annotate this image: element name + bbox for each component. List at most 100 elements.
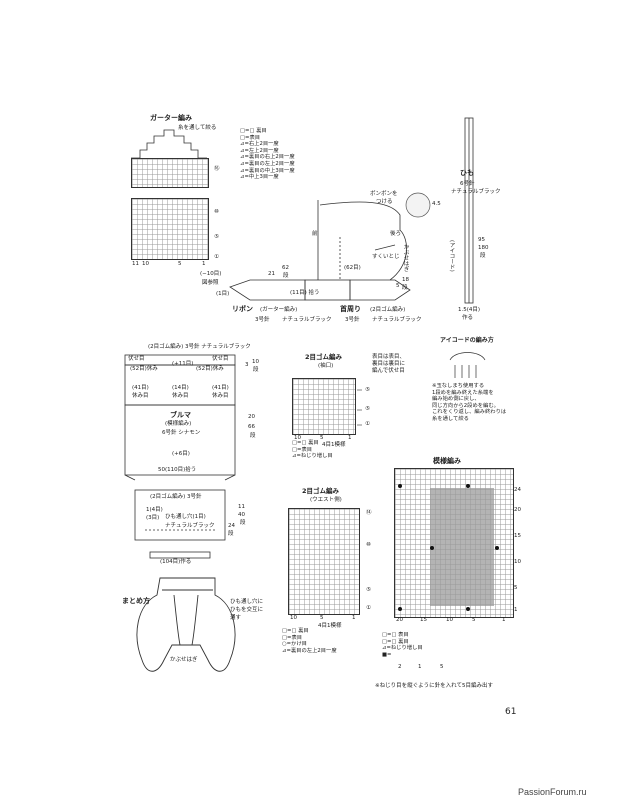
rib-waist-row: ⑤ [366,587,371,593]
finished-bloomer-drawing [136,577,236,672]
himo-yarn: ナチュラルブラック [451,189,501,195]
pattern-dot [466,607,470,611]
matome-note: ひもを交互に [230,607,264,613]
rib-waist-col: 5 [320,615,324,621]
garter-title: ガーター編み [150,114,192,122]
legend-item: ○=かけ目 [282,641,307,648]
waist-label: ナチュラルブラック [165,523,215,529]
waist-dim: 40 [238,512,245,518]
bloomer-label: (+6目) [172,451,190,457]
legend-item: □=□ 裏目 [282,628,309,634]
pattern-dot [466,484,470,488]
rib-sleeve-repeat: 4目1模様 [322,442,346,448]
rib-sleeve-col: 1 [348,435,352,441]
pattern-col: 15 [420,617,427,623]
pattern-note: ※ねじり目を縦ぐように針を入れて5目編み出す [375,683,493,689]
ribbon-label: ボンボンを [370,191,398,197]
waist-dim: 段 [228,531,234,537]
rib-waist-title: 2目ゴム編み [302,487,340,495]
bloomer-subtitle: (模様編み) [165,421,192,427]
neck-label: (2目ゴム編み) [370,307,406,313]
rib-sleeve-row: ⑤ [365,406,370,412]
ribbon-label: 5 [396,283,400,289]
pattern-row: 5 [514,585,518,591]
himo-length-unit: 段 [480,253,486,259]
bloomer-top-label: (2目ゴム編み) 3号針 ナチュラルブラック [148,344,251,350]
bloomer-label: (52目)休み [130,366,158,372]
legend-item: □=□ 表目 [382,632,409,638]
rib-sleeve-note: 裏目は裏目に [372,361,406,367]
rib-sleeve-title: 2目ゴム編み [305,353,343,361]
ribbon-label: (62目) [344,265,361,271]
rib-sleeve-row: ① [365,421,370,427]
waist-label: (2目ゴム編み) 3号針 [150,494,202,500]
legend-item: ■= [382,651,392,658]
waist-label: (3目) [146,515,160,521]
legend-item: ⊿=左上2目一度 [240,147,279,154]
neck-label: ナチュラルブラック [372,317,422,323]
ribbon-label: 62 [282,265,289,271]
rib-waist-sub: (ウエスト側) [310,497,342,503]
ribbon-label: 後ろ [390,231,402,237]
icord-title: アイコードの編み方 [440,337,494,344]
pattern-col: 20 [396,617,403,623]
garter-chart-top [131,129,207,159]
himo-icord-label: (アイコード) [448,240,455,272]
rib-waist-row: ① [366,605,371,611]
garter-note-top: 糸を通して絞る [178,125,217,131]
icord-note: 糸を通して絞る [432,416,469,423]
rib-waist-chart [288,508,360,615]
ribbon-label: (11目) 拾う [290,290,320,296]
bloomer-label: (+11目) [172,361,194,367]
page-number: 61 [505,707,517,717]
ribbon-shape [229,200,411,301]
waist-dim: 11 [238,504,245,510]
garter-chart-lower [131,198,209,260]
matome-note: かぶせはぎ [170,657,198,663]
rib-sleeve-chart [292,378,356,435]
himo-length-rows: 180 [478,245,489,251]
pattern-small-label: 1 [418,664,422,670]
icord-note: ※玉なしまち使用する [432,383,485,389]
bloomer-label: 50(110目)拾う [158,467,197,473]
legend-item: □=表目 [240,134,261,141]
himo-title: ひも [460,169,474,177]
rib-sleeve-col: 5 [320,435,324,441]
ribbon-label: (−10目) [200,271,222,277]
legend-item: ⊿=裏目の左上2目一度 [282,647,337,654]
pompom [405,192,431,218]
bloomer-dim: 10 [252,359,259,365]
pattern-dot [495,546,499,550]
pattern-shaded-area [430,488,494,606]
garter-row-label: ⑩ [214,209,219,215]
legend-item: □=表目 [282,634,303,641]
ribbon-label: 4.5 [432,201,441,207]
ribbon-label: かぶせはぎ [402,244,409,272]
himo-length: 95 [478,237,485,243]
legend-item: ⊿=ねじり増し目 [292,453,333,460]
icord-strip [464,117,474,304]
bloomer-label: 伏せ目 [212,356,229,362]
bloomer-dim: 66 [248,424,255,430]
waist-label: ひも通し穴(1目) [165,514,206,520]
himo-bottom2: 作る [462,315,474,321]
ribbon-label: 図参照 [202,280,219,286]
rib-sleeve-legend: □=□ 裏目 □=表目 ⊿=ねじり増し目 [292,440,333,460]
ribbon-label: (1目) [216,291,230,297]
garter-col-label: 11 [132,261,139,267]
icord-note: これをくり返し、編み終わりは [432,409,507,416]
rib-waist-col: 10 [290,615,297,621]
pattern-legend: □=□ 表目 □=□ 裏目 ⊿=ねじり増し目 ■= [382,632,423,658]
watermark: PassionForum.ru [518,787,587,797]
garter-col-label: 5 [178,261,182,267]
bloomer-dim: 段 [253,367,259,373]
ribbon-label: つける [376,199,393,205]
bloomer-bottom: (104目)作る [160,559,192,565]
bloomer-label: (41目) [132,385,149,391]
garter-col-label: 1 [202,261,206,267]
ribbon-label: 21 [268,271,275,277]
rib-sleeve-sub: (袖口) [318,363,334,369]
ribbon-label: 前 [312,231,318,237]
